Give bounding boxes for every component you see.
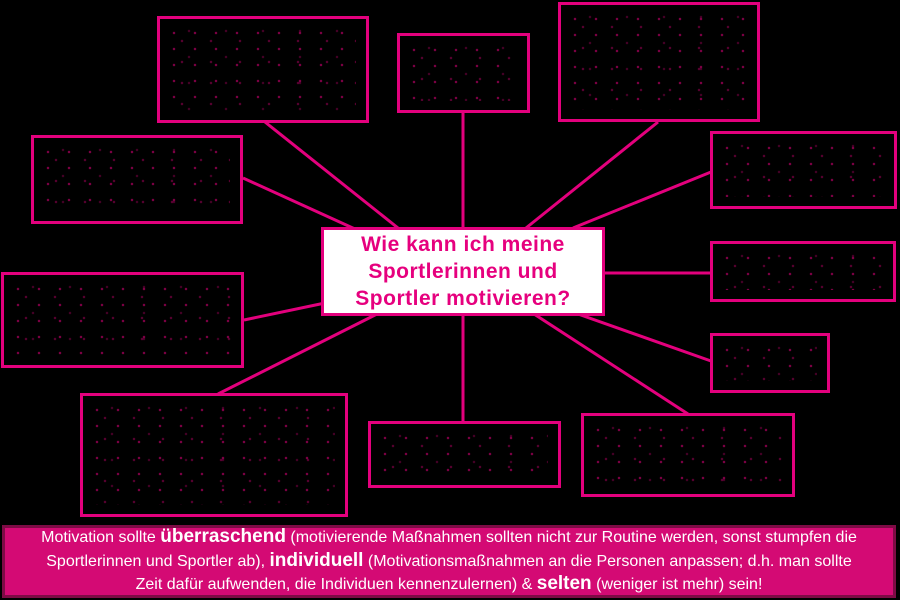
illegible-text-ghost (381, 433, 548, 476)
banner-text-segment: Motivation sollte (41, 529, 161, 547)
central-question-line-3: Sportler motivieren? (355, 287, 571, 310)
banner-line-3: Zeit dafür aufwenden, die Individuen ken… (136, 573, 763, 597)
banner-text-segment: (weniger ist mehr) sein! (591, 576, 763, 594)
illegible-text-ghost (571, 14, 747, 110)
illegible-text-ghost (723, 143, 884, 197)
banner-keyword: individuell (269, 549, 364, 571)
banner-text-segment: Sportlerinnen und Sportler ab), (46, 552, 270, 570)
node-box-bottom-center (368, 421, 561, 488)
banner-keyword: überraschend (160, 526, 286, 548)
node-box-bottom-right (581, 413, 795, 497)
illegible-text-ghost (93, 405, 335, 505)
illegible-text-ghost (44, 147, 230, 212)
illegible-text-ghost (170, 28, 356, 111)
node-box-top-left (157, 16, 369, 123)
illegible-text-ghost (410, 45, 517, 101)
summary-banner: Motivation sollte überraschend (motivier… (2, 525, 896, 598)
banner-line-1: Motivation sollte überraschend (motivier… (41, 526, 857, 550)
illegible-text-ghost (723, 253, 883, 290)
node-box-top-center (397, 33, 530, 113)
central-question-line-2: Sportlerinnen und (368, 260, 558, 283)
illegible-text-ghost (594, 425, 782, 485)
banner-text-segment: (Motivationsmaßnahmen an die Personen an… (363, 552, 852, 570)
node-box-right-row4 (710, 333, 830, 393)
node-box-right-row3 (710, 241, 896, 302)
node-box-bottom-left (80, 393, 348, 517)
illegible-text-ghost (723, 345, 817, 381)
node-box-top-right (558, 2, 760, 122)
illegible-text-ghost (14, 284, 231, 356)
banner-text-segment: (motivierende Maßnahmen sollten nicht zu… (285, 529, 857, 547)
banner-keyword: selten (536, 573, 592, 595)
central-question-box: Wie kann ich meine Sportlerinnen und Spo… (321, 227, 605, 316)
central-question-line-1: Wie kann ich meine (361, 233, 565, 256)
banner-line-2: Sportlerinnen und Sportler ab), individu… (46, 550, 851, 574)
node-box-left-row2 (31, 135, 243, 224)
node-box-left-row3 (1, 272, 244, 368)
banner-text-segment: Zeit dafür aufwenden, die Individuen ken… (135, 576, 537, 594)
node-box-right-row2 (710, 131, 897, 209)
